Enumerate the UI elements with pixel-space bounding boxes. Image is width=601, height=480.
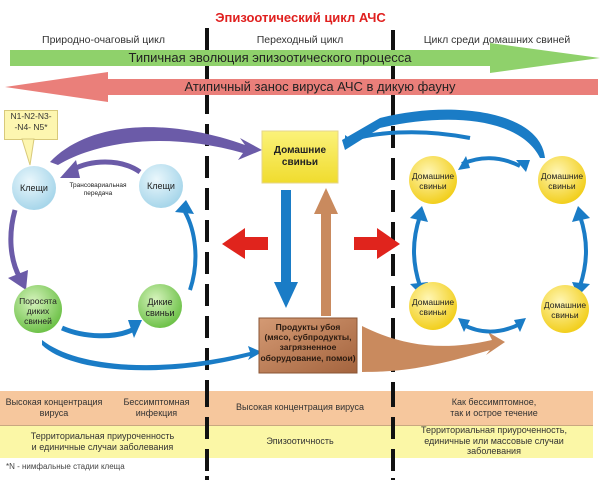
- node-wild-pigs: [138, 284, 182, 328]
- brown-arrow-products-to-domestic: [314, 188, 338, 316]
- cycle-arrow-left: [412, 215, 422, 287]
- node-domestic-1: [409, 156, 457, 204]
- blue-arrow-to-products: [42, 340, 262, 371]
- table-row-1-bg: [0, 391, 593, 425]
- purple-arrow-transovarial: [70, 159, 142, 175]
- transovarial-label: Трансовариальная передача: [69, 182, 127, 197]
- red-arrow-left: [222, 228, 268, 259]
- table-row-2-bg: [0, 426, 593, 458]
- node-tick-left: [12, 166, 56, 210]
- atypical-introduction-label: Атипичный занос вируса АЧС в дикую фауну: [184, 79, 456, 94]
- node-tick-right: [139, 164, 183, 208]
- red-arrow-right: [354, 228, 400, 259]
- cycle-arrow-top: [461, 156, 521, 168]
- cell-row1-col3: Как бессимптомное,так и острое течение: [450, 396, 538, 418]
- blue-arrow-domestic-to-products: [274, 190, 298, 308]
- cycle-arrow-right: [578, 215, 588, 287]
- domestic-pigs-box-label: Домашние свиньи: [273, 145, 327, 168]
- piglets-label: Поросята диких свиней: [19, 296, 57, 327]
- purple-arrow-to-domestic: [50, 127, 262, 165]
- domestic-pigs-box: [261, 130, 339, 184]
- purple-arrow-to-piglets: [8, 209, 23, 280]
- phase-transitional: Переходный цикл: [256, 34, 344, 46]
- nymph-stages-callout: N1-N2-N3- -N4- N5*: [4, 110, 58, 140]
- cell-row1-col2: Высокая концентрация вируса: [236, 402, 364, 413]
- domestic-3-label: Домашние свиньи: [411, 297, 455, 318]
- blue-arrow-cycle-to-domestic: [342, 109, 545, 158]
- tick-left-label: Клещи: [20, 183, 48, 193]
- node-domestic-4: [541, 285, 589, 333]
- domestic-2-label: Домашние свиньи: [540, 171, 584, 192]
- blue-arrow-wild-to-tick: [183, 211, 198, 291]
- purple-arrowhead-transovarial: [60, 160, 80, 178]
- purple-arrowhead-to-piglets: [8, 270, 28, 290]
- cell-row2-col3: Территориальная приуроченность,единичные…: [421, 425, 567, 457]
- node-domestic-2: [538, 156, 586, 204]
- node-piglets: [14, 285, 62, 333]
- blue-arrow-piglets-to-wild: [61, 325, 134, 339]
- footnote: *N - нимфальные стадии клеща: [6, 462, 125, 471]
- diagram-title: Эпизоотический цикл АЧС: [215, 10, 386, 25]
- atypical-introduction-arrow: [5, 72, 598, 102]
- cell-row2-col2: Эпизоотичность: [266, 436, 334, 447]
- node-domestic-3: [409, 282, 457, 330]
- typical-evolution-label: Типичная эволюция эпизоотического процес…: [128, 50, 412, 65]
- phase-domestic: Цикл среди домашних свиней: [423, 34, 571, 46]
- phase-natural-focal: Природно-очаговый цикл: [42, 34, 165, 46]
- brown-arrow-to-domestic-cycle: [362, 326, 505, 372]
- cycle-arrow-bottom: [461, 322, 521, 334]
- products-box-label: Продукты убоя (мясо, субпродукты, загряз…: [260, 322, 356, 363]
- tick-right-label: Клещи: [147, 181, 175, 191]
- products-box: [258, 317, 358, 374]
- domestic-4-label: Домашние свиньи: [543, 300, 587, 321]
- typical-evolution-arrow: [10, 43, 600, 73]
- wild-pigs-label: Дикие свиньи: [145, 297, 175, 318]
- domestic-1-label: Домашние свиньи: [411, 171, 455, 192]
